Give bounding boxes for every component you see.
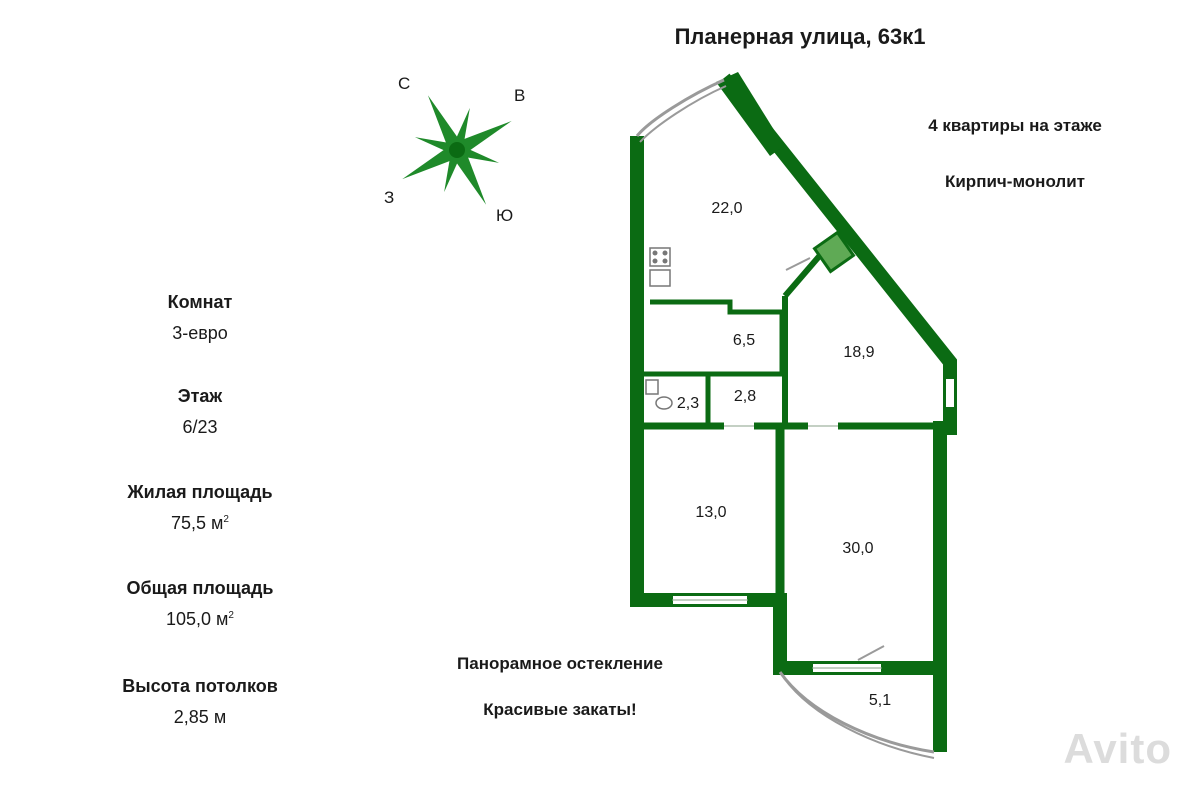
balcony-bottom-outline [778, 671, 935, 754]
outer-wall [718, 73, 957, 668]
info-value: 105,0 м [166, 609, 229, 629]
info-value: 6/23 [182, 417, 218, 437]
glazing-note: Панорамное остекление [457, 654, 663, 673]
info-floor: Этаж 6/23 [60, 386, 340, 438]
balcony-top-outline [639, 85, 727, 143]
info-label: Этаж [177, 386, 223, 406]
apartments-per-floor-note: 4 квартиры на этаже [928, 116, 1102, 135]
bath-sink-icon [645, 379, 659, 395]
balcony-top-outline [635, 78, 725, 137]
compass-north-label: С [398, 74, 411, 93]
info-label: Высота потолков [122, 676, 278, 696]
sink-icon [649, 269, 671, 287]
info-unit-power: 2 [228, 610, 234, 621]
room-area-bedroom-east: 18,9 [843, 344, 875, 361]
room-area-hall: 6,5 [732, 332, 756, 349]
info-rooms: Комнат 3-евро [60, 292, 340, 344]
page-title: Планерная улица, 63к1 [674, 24, 926, 49]
room-area-bath: 2,3 [676, 395, 700, 412]
room-area-kitchen: 22,0 [711, 200, 743, 217]
compass-east-label: В [514, 86, 526, 105]
building-type-note: Кирпич-монолит [944, 172, 1085, 191]
compass-west-label: З [384, 188, 395, 207]
door-swing [857, 645, 885, 661]
outer-wall [630, 136, 947, 752]
room-area-bedroom-mid: 13,0 [695, 504, 727, 521]
info-label: Комнат [167, 292, 233, 312]
compass-south-label: Ю [496, 206, 514, 225]
info-value: 3-евро [172, 323, 228, 343]
info-label: Жилая площадь [127, 482, 273, 502]
info-living-area: Жилая площадь 75,5 м2 [60, 482, 340, 534]
balcony-bottom-outline [783, 677, 935, 759]
door-swing [785, 257, 811, 271]
info-unit-power: 2 [223, 514, 229, 525]
room-area-balcony: 5,1 [868, 692, 892, 709]
ventilation-shaft [812, 230, 856, 274]
load-bearing-wall [716, 72, 784, 156]
window [944, 377, 956, 409]
info-label: Общая площадь [126, 578, 274, 598]
sunsets-note: Красивые закаты! [483, 700, 637, 719]
info-value: 75,5 м [171, 513, 224, 533]
info-value: 2,85 м [173, 707, 227, 727]
stove-icon [649, 247, 671, 267]
room-area-wc: 2,8 [733, 388, 757, 405]
toilet-icon [655, 396, 673, 410]
info-ceiling-height: Высота потолков 2,85 м [60, 676, 340, 728]
room-area-living: 30,0 [842, 540, 874, 557]
info-total-area: Общая площадь 105,0 м2 [60, 578, 340, 630]
avito-watermark: Avito [1063, 725, 1172, 772]
